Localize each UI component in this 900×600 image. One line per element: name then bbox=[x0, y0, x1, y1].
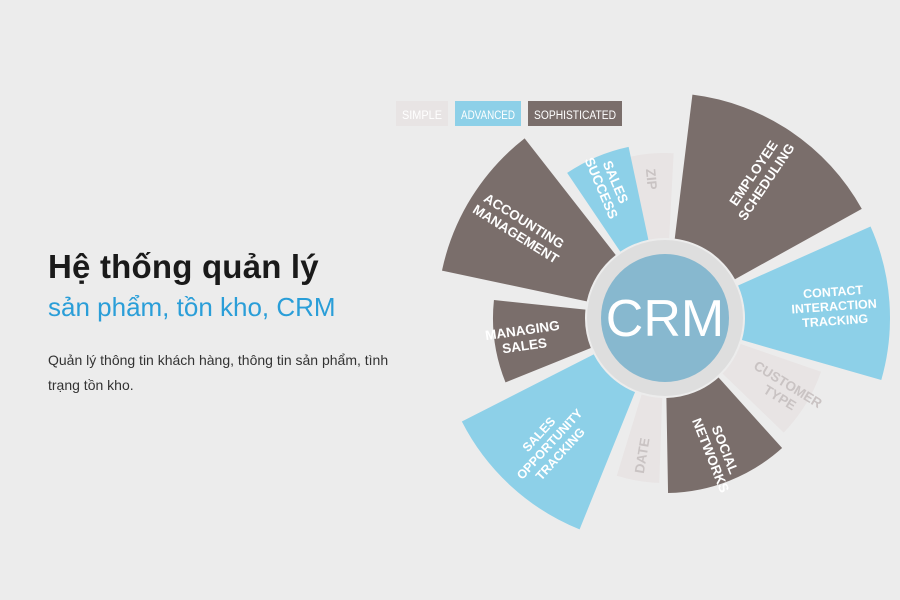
wheel-label-zip: ZIP bbox=[643, 168, 660, 190]
wheel-label-contact-interaction-tracking: CONTACTINTERACTIONTRACKING bbox=[790, 282, 878, 331]
legend-label-simple: SIMPLE bbox=[402, 110, 442, 122]
legend-swatch-advanced bbox=[455, 101, 521, 126]
wheel-segment-customer-type bbox=[722, 344, 822, 433]
hub-center bbox=[601, 254, 729, 382]
wheel-label-date: DATE bbox=[632, 437, 653, 475]
page-subtitle: sản phẩm, tồn kho, CRM bbox=[48, 292, 336, 322]
legend-label-sophisticated: SOPHISTICATED bbox=[534, 110, 616, 122]
wheel-segment-employee-scheduling bbox=[674, 94, 862, 280]
wheel-segment-sales-opportunity-tracking bbox=[461, 354, 636, 530]
page-title: Hệ thống quản lý bbox=[48, 248, 319, 285]
legend-swatch-simple bbox=[396, 101, 448, 126]
wheel-segment-managing-sales bbox=[493, 300, 591, 383]
legend-label-advanced: ADVANCED bbox=[461, 110, 515, 122]
wheel-segment-sales-success bbox=[567, 146, 649, 252]
legend: SIMPLE ADVANCED SOPHISTICATED bbox=[396, 101, 622, 126]
wheel-segment-social-networks bbox=[666, 377, 783, 493]
wheel-segment-contact-interaction-tracking bbox=[738, 226, 890, 381]
wheel-segment-zip bbox=[625, 153, 674, 241]
wheel-segment-accounting-management bbox=[441, 138, 616, 302]
page-description: Quản lý thông tin khách hàng, thông tin … bbox=[48, 352, 389, 393]
wheel-segment-date bbox=[616, 394, 663, 483]
hub-label: CRM bbox=[606, 290, 724, 348]
legend-swatch-sophisticated bbox=[528, 101, 622, 126]
